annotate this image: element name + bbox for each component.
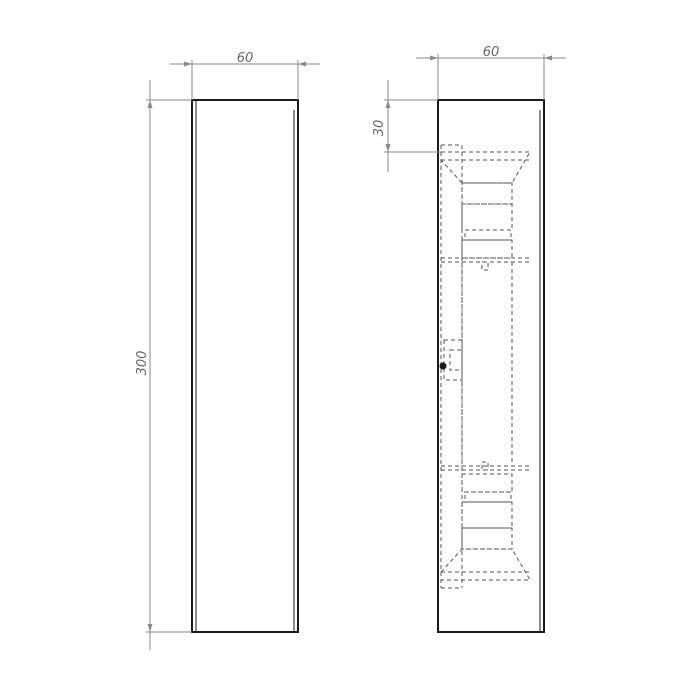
front-height-dimension: 300 — [135, 80, 192, 650]
front-cabinet-outline — [191, 99, 299, 633]
hidden-internal-details — [440, 144, 531, 589]
side-width-dimension: 60 — [416, 45, 566, 100]
front-height-label: 300 — [135, 351, 150, 376]
side-width-label: 60 — [483, 45, 500, 60]
front-view — [191, 99, 299, 633]
front-width-label: 60 — [237, 51, 254, 66]
side-offset-dimension: 30 — [372, 80, 441, 172]
front-width-dimension: 60 — [170, 51, 320, 100]
handle-knob — [439, 362, 447, 370]
side-cabinet-outline — [437, 99, 545, 633]
side-view — [437, 99, 545, 633]
side-offset-label: 30 — [372, 120, 387, 137]
